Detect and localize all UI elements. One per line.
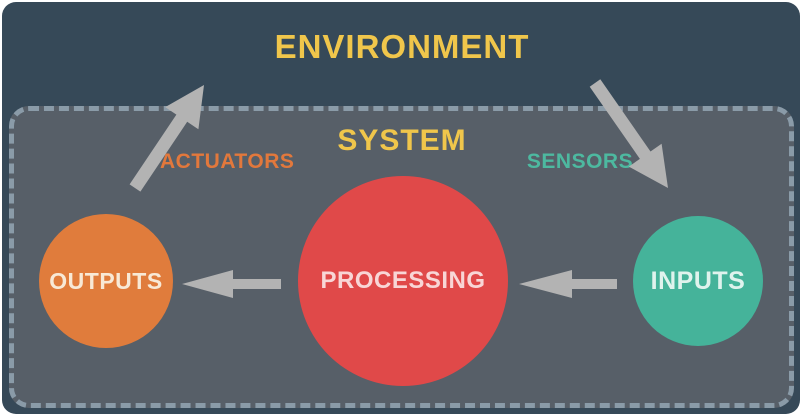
sensors-label: SENSORS [526,150,634,173]
processing-node: PROCESSING [298,176,508,386]
inputs-node-label: INPUTS [650,266,746,295]
outputs-node: OUTPUTS [39,214,173,348]
actuators-label: ACTUATORS [160,150,295,173]
system-title: SYSTEM [337,124,467,157]
inputs-node: INPUTS [633,216,763,346]
processing-node-label: PROCESSING [320,267,486,294]
outputs-node-label: OUTPUTS [49,267,163,294]
environment-title: ENVIRONMENT [274,28,530,65]
